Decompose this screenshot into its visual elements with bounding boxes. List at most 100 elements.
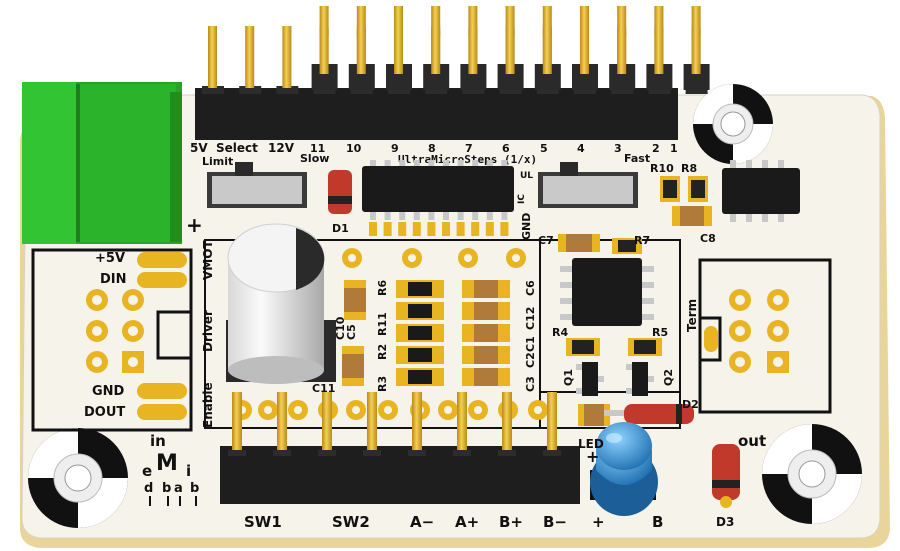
plus-mark-led: +: [586, 447, 599, 466]
diode-d3: [712, 444, 740, 508]
silk-ring-pads-top: [342, 248, 526, 268]
capacitor: [474, 324, 498, 342]
hdr-3: 3: [614, 142, 622, 155]
label-gnd: GND: [92, 384, 125, 399]
label-c3: C3: [524, 376, 537, 392]
label-ul: UL: [520, 171, 533, 181]
label-limit: Limit: [202, 155, 233, 168]
left-connector: [31, 248, 193, 432]
label-plus5v: +5V: [95, 251, 125, 266]
label-driver: Driver: [201, 310, 215, 352]
ic-pad: [471, 222, 480, 236]
header-pin-rear: [542, 6, 552, 36]
label-c12: C12: [524, 307, 537, 330]
header-pin-rear: [319, 6, 329, 36]
bottom-labels: SW1 SW2 A− A+ B+ B− + B: [244, 513, 663, 531]
limit-switch: [207, 162, 307, 208]
label-r5: R5: [652, 326, 668, 339]
header-pin-rear: [580, 6, 589, 36]
ic-pad: [369, 222, 377, 236]
ic-pin-bottom: [486, 210, 493, 220]
plus-mark-terminal: +: [186, 213, 203, 237]
hdr-8: 8: [428, 142, 436, 155]
ic-pin-top: [486, 160, 493, 168]
label-c5: C5: [345, 324, 358, 340]
label-r3: R3: [376, 376, 389, 392]
svg-text:M: M: [156, 451, 178, 476]
bottom-header-pin-base: [498, 450, 516, 456]
ring-pad-hole: [384, 406, 392, 414]
hdr-11: 11: [310, 142, 325, 155]
ic-pin-top: [472, 160, 479, 168]
hdr-6: 6: [502, 142, 510, 155]
label-c6: C6: [524, 280, 537, 296]
bottom-header-pin: [547, 392, 557, 454]
hdr-2: 2: [652, 142, 660, 155]
ring-pad-hole: [264, 406, 272, 414]
header-pin-rear: [356, 6, 366, 36]
diode-d1: [328, 170, 352, 214]
label-b-plus: B+: [499, 513, 523, 531]
header-pin-base: [276, 86, 299, 94]
header-pin-rear: [617, 6, 627, 36]
caption-slow: Slow: [300, 152, 329, 165]
uc-switch: [538, 162, 638, 208]
header-pin-rear: [394, 6, 403, 36]
label-a-minus: A−: [410, 513, 434, 531]
ring-pad-hole: [294, 406, 302, 414]
ic-pin-top: [443, 160, 449, 168]
label-a-plus: A+: [455, 513, 479, 531]
hdr-select: Select: [216, 141, 258, 155]
header-pin-front: [319, 30, 329, 74]
ic-pin-top: [370, 160, 376, 168]
label-sw1: SW1: [244, 513, 282, 531]
header-pin-front: [617, 30, 627, 74]
label-r4: R4: [552, 326, 568, 339]
ic-pin-top: [384, 160, 391, 168]
label-r6: R6: [376, 280, 389, 296]
ic-pin-bottom: [413, 210, 420, 220]
hdr-5v: 5V: [190, 141, 208, 155]
label-d3: D3: [716, 515, 734, 529]
header-pin-rear: [654, 6, 664, 36]
label-term: Term: [685, 299, 699, 332]
ic-pin-bottom: [501, 210, 508, 220]
label-c10: C10: [334, 316, 347, 340]
ic-pin-bottom: [443, 210, 449, 220]
resistor: [408, 304, 432, 318]
svg-text:e: e: [142, 462, 152, 480]
ic-pin-top: [428, 160, 435, 168]
ic-pin-bottom: [472, 210, 479, 220]
label-c2: C2: [524, 352, 537, 368]
bottom-header-pin: [367, 392, 377, 454]
label-d2: D2: [682, 398, 699, 411]
label-vmot: VMOT: [201, 240, 215, 280]
label-c1: C1: [524, 336, 537, 352]
smd-c5-c10-c11: [342, 280, 366, 386]
ic-pin-bottom: [428, 210, 435, 220]
label-dout: DOUT: [84, 405, 125, 420]
silk-outlines: [204, 239, 681, 429]
header-pin-rear: [431, 6, 441, 36]
mount-hole-bottom-left: [28, 428, 128, 528]
resistor: [408, 282, 432, 296]
ic-pad: [456, 222, 465, 236]
label-out: out: [738, 432, 766, 450]
header-pin-front: [542, 30, 552, 74]
smd-c7-r7: [558, 234, 642, 254]
bottom-header-pin: [457, 392, 467, 454]
label-r7: R7: [634, 234, 650, 247]
resistor: [408, 348, 432, 362]
top-header: [195, 6, 710, 140]
diode-d2: [578, 404, 694, 426]
emdiab-logo: e M i d b a b: [142, 451, 199, 506]
ic-pin-bottom: [399, 210, 406, 220]
ring-pad-hole: [348, 254, 356, 262]
header-pin-base: [202, 86, 224, 94]
ic-pin-bottom: [370, 210, 376, 220]
bottom-header-pin-base: [453, 450, 471, 456]
ic-pad: [427, 222, 436, 236]
svg-text:a: a: [174, 481, 183, 496]
smd-r4-r5-q1-q2: [566, 338, 662, 396]
